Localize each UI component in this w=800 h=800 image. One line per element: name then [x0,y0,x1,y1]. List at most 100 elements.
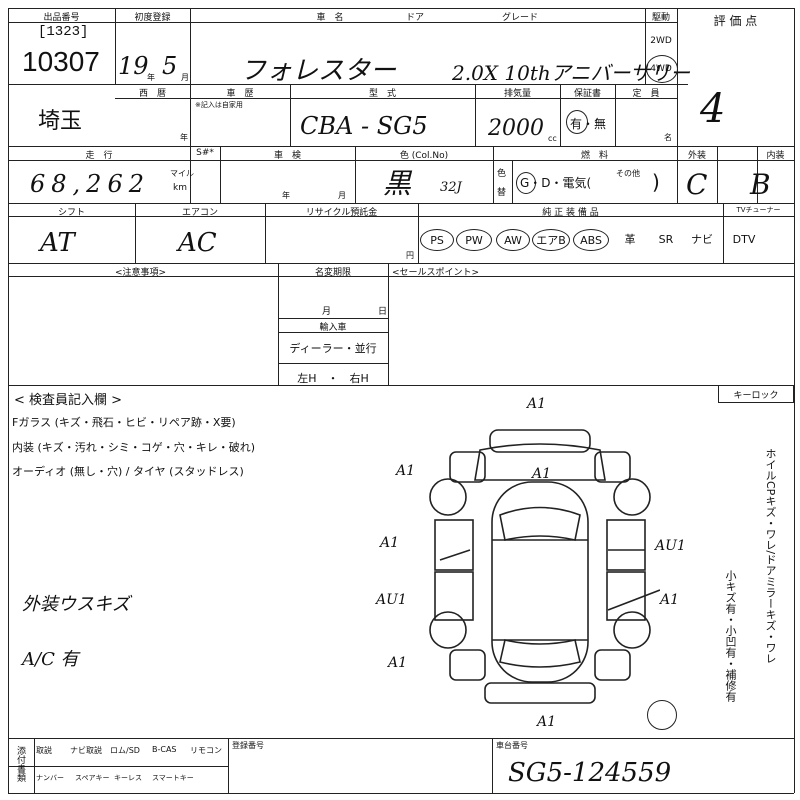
vehicle-history-label: 車 歴 [226,89,254,99]
keylock-label: キーロック [733,391,779,401]
color-code: 32J [440,180,462,195]
attach-item: スマートキー [152,774,194,782]
equipment-item: PS [420,229,454,251]
interior-score: B [750,168,771,201]
warranty-yes-circle [566,110,588,134]
interior-label: 内装 [766,151,785,161]
year-unit: 年 [282,191,290,200]
displacement-label: 排気量 [503,89,531,99]
equipment-item: エアB [532,229,570,251]
attach-item: キーレス [114,774,142,782]
damage-mark: AU1 [655,538,686,554]
body-outline [491,481,589,683]
color-swap-label-1: 色 [497,169,507,179]
capacity-label: 定 員 [632,89,660,99]
import-label: 輸入車 [319,323,347,333]
model-label: 型 式 [368,89,396,99]
spare-tire-circle [647,700,677,730]
windshield [499,506,581,541]
damage-mark: A1 [388,655,408,671]
car-name-label: 車 名 [316,13,344,23]
recycle-label: リサイクル預託金 [305,208,378,218]
vehicle-history-note: ※記入は自家用 [195,101,243,109]
fuel-selected-circle [516,172,536,194]
color-label: 色 (Col.No) [399,151,449,161]
day-unit: 日 [378,307,388,317]
score-label: 評 価 点 [713,14,758,28]
front-bumper [489,429,591,453]
displacement: 2000 [488,116,544,141]
attach-item: B-CAS [152,745,177,754]
attach-item: スペアキー [75,774,110,782]
damage-mark: A1 [532,466,552,482]
front-right-wheel [613,478,651,516]
fuel-label: 燃 料 [580,151,608,161]
mile-unit: マイル [170,169,194,178]
attach-label: 添付書類 [15,746,25,782]
exterior-note: 外装ウスキズ [22,594,130,615]
notes-label: <注意事項> [115,268,167,278]
rear-bumper [484,682,596,704]
damage-mark: A1 [660,592,680,608]
ac-label: エアコン [181,208,218,218]
warranty: 有・無 [570,117,607,131]
attach-item: ロム/SD [110,746,140,755]
title-deadline-label: 名変期限 [314,268,351,278]
attach-item: リモコン [190,746,222,755]
equipment-item: 革 [624,233,636,246]
right-front-door [606,519,646,571]
damage-mark: A1 [527,396,547,412]
first-registration-year: 19 [118,52,149,80]
attach-item: ナンバー [36,774,64,782]
fuel-other-label: その他 [616,169,640,178]
smeter-label: S#* [196,148,214,158]
import-type: ディーラー・並行 [289,342,377,355]
car-diagram [429,429,660,704]
sales-point-label: <セールスポイント> [392,268,480,278]
front-left-wheel [429,478,467,516]
attach-item: ナビ取説 [70,746,102,755]
left-rear-door [434,571,474,621]
drive-selected-circle [646,55,678,83]
score: 4 [700,86,726,132]
equipment-item: DTV [732,233,756,246]
equipment-item: PW [456,229,492,251]
equipment-item: ナビ [691,233,713,246]
first-registration-month: 5 [162,52,178,80]
year-unit: 年 [180,133,188,142]
damage-mark: A1 [380,535,400,551]
first-registration-label: 初度登録 [134,13,171,23]
exterior-score: C [686,168,708,201]
equipment-item: ABS [573,229,609,251]
model: CBA - SG5 [300,112,428,140]
doors-label: ドア [405,13,424,23]
km-unit: km [173,183,187,193]
lot-number: 10307 [22,46,100,77]
left-front-door [434,519,474,571]
tv-tuner-label: TVチューナー [736,206,781,214]
windshield-line: Fガラス (キズ・飛石・ヒビ・リペア跡・X要) [12,416,236,429]
interior-damage-line: 内装 (キズ・汚れ・シミ・コゲ・穴・キレ・破れ) [12,441,256,454]
steering-side: 左H ・ 右H [297,372,369,385]
color-swap-label-2: 替 [497,188,507,198]
front-left-fender [449,451,486,483]
inspector-title: < 検査員記入欄 > [14,393,123,408]
damage-mark: A1 [396,463,416,479]
color: 黒 [383,167,412,200]
yen-unit: 円 [406,251,414,260]
equipment-item: SR [658,233,674,246]
fuel-options: G・D・電気( [520,176,592,190]
mileage: 68,262 [30,170,150,198]
capacity-unit: 名 [664,133,672,142]
chassis-label: 車台番号 [496,741,528,750]
shift: AT [40,228,75,258]
drive-label: 駆動 [651,13,670,23]
rear-left-quarter [449,649,486,681]
year-unit: 年 [147,73,155,82]
damage-mark: A1 [537,714,557,730]
damage-mark: AU1 [376,592,407,608]
cc-unit: cc [548,134,557,143]
ac: AC [178,228,217,258]
rear-left-wheel [429,611,467,649]
